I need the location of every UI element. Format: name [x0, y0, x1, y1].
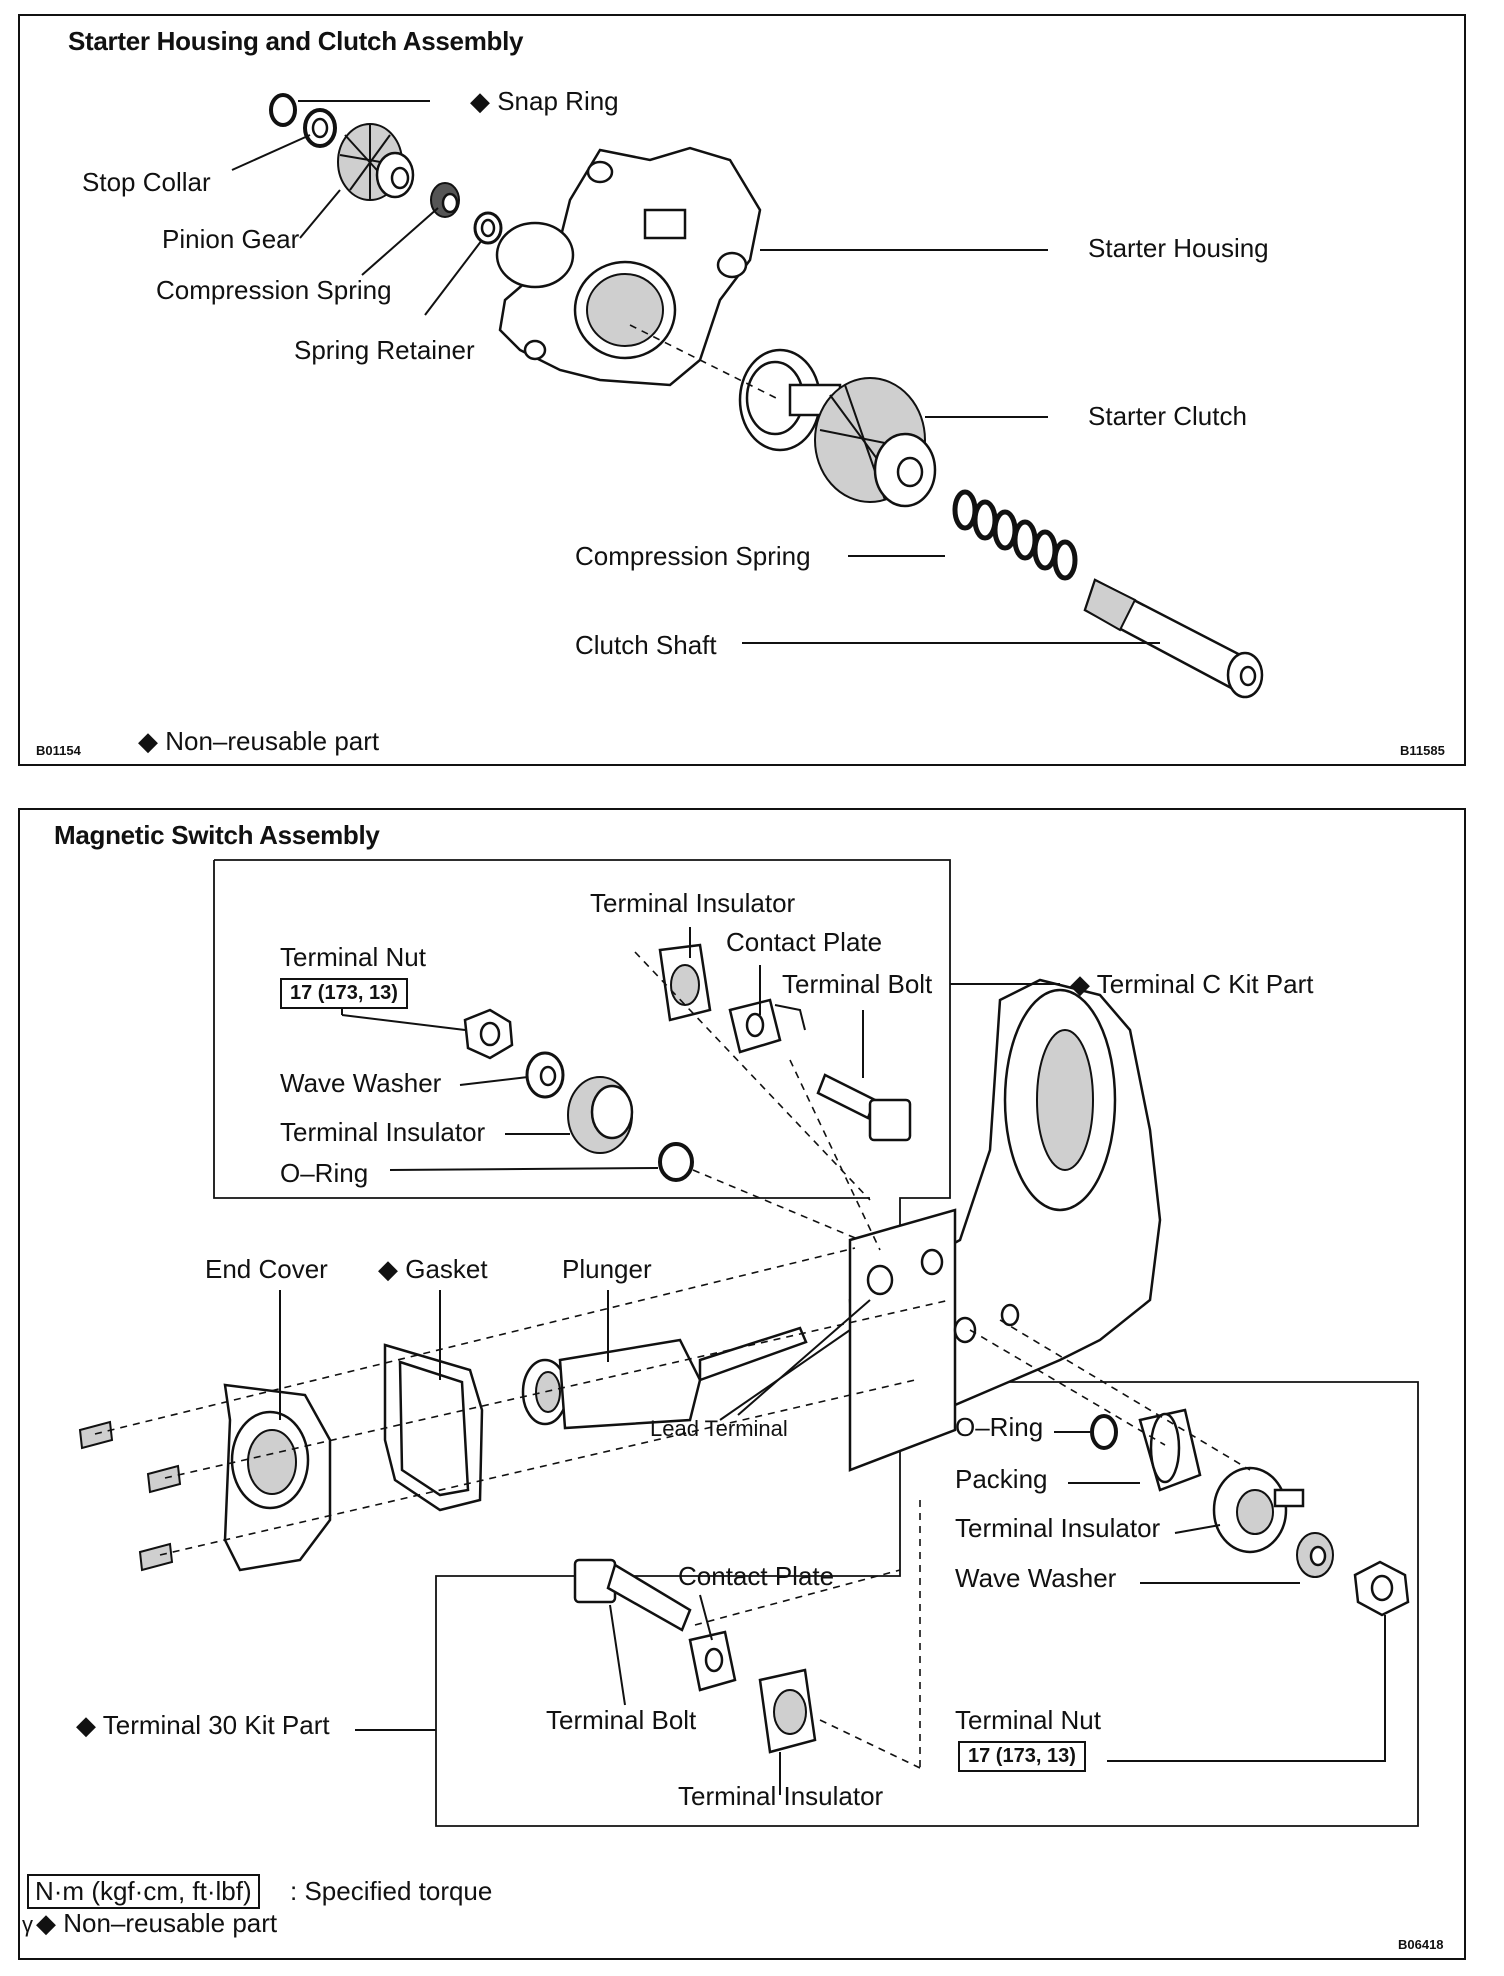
label-terminal-insulator-top: Terminal Insulator — [590, 888, 796, 918]
label-o-ring-right: O–Ring — [955, 1412, 1044, 1442]
label-end-cover: End Cover — [205, 1254, 328, 1284]
label-snap-ring: ◆ Snap Ring — [470, 86, 619, 116]
compression-spring-small-part — [430, 182, 460, 218]
o-ring-top-part — [658, 1142, 694, 1182]
packing-part — [1138, 1408, 1202, 1492]
label-terminal-c-kit: ◆ Terminal C Kit Part — [1070, 969, 1314, 999]
terminal-nut-right-part — [1353, 1560, 1410, 1617]
top-panel-title: Starter Housing and Clutch Assembly — [68, 26, 524, 56]
clutch-shaft-part — [1083, 578, 1264, 699]
end-cover-part — [223, 1383, 332, 1572]
snap-ring-part — [269, 93, 297, 127]
label-wave-washer-top: Wave Washer — [280, 1068, 442, 1098]
stop-collar-part — [303, 108, 337, 148]
terminal-bolt-top-part — [816, 1073, 912, 1142]
terminal-insulator-right-part — [1212, 1466, 1305, 1554]
starter-housing-part — [495, 146, 762, 387]
contact-plate-top-part — [728, 998, 806, 1054]
terminal-insulator-top-part — [658, 943, 712, 1022]
gasket-part — [383, 1343, 484, 1512]
contact-plate-bottom-part — [688, 1630, 737, 1692]
label-terminal-bolt-top: Terminal Bolt — [782, 969, 933, 999]
label-wave-washer-right: Wave Washer — [955, 1563, 1117, 1593]
label-contact-plate-bottom: Contact Plate — [678, 1561, 835, 1591]
footnote-non-reusable-top: ◆ Non–reusable part — [138, 726, 380, 756]
bolts-part — [78, 1420, 182, 1572]
wave-washer-right-part — [1296, 1532, 1334, 1578]
label-terminal-nut-top: Terminal Nut — [280, 942, 426, 972]
label-terminal-insulator-right: Terminal Insulator — [955, 1513, 1161, 1543]
legend-torque-text: : Specified torque — [290, 1876, 493, 1906]
terminal-30-kit-box — [435, 1381, 1419, 1827]
compression-spring-large-part — [952, 489, 1078, 581]
legend-torque-units: N·m (kgf·cm, ft·lbf) — [27, 1874, 260, 1909]
label-stop-collar: Stop Collar — [82, 167, 211, 197]
label-pinion-gear: Pinion Gear — [162, 224, 300, 254]
label-plunger: Plunger — [562, 1254, 652, 1284]
wave-washer-top-part — [525, 1051, 565, 1099]
label-compression-spring-lower: Compression Spring — [575, 541, 811, 571]
label-compression-spring-upper: Compression Spring — [156, 275, 392, 305]
label-packing: Packing — [955, 1464, 1048, 1494]
figure-code-top-right: B11585 — [1400, 743, 1445, 758]
legend-non-reusable: ◆ Non–reusable part — [36, 1908, 278, 1938]
label-starter-clutch: Starter Clutch — [1088, 401, 1247, 431]
label-terminal-nut-bottom: Terminal Nut — [955, 1705, 1101, 1735]
label-spring-retainer: Spring Retainer — [294, 335, 475, 365]
label-terminal-bolt-bottom: Terminal Bolt — [546, 1705, 697, 1735]
label-clutch-shaft: Clutch Shaft — [575, 630, 717, 660]
terminal-insulator-mid-part — [567, 1076, 634, 1154]
label-terminal-insulator-bottom: Terminal Insulator — [678, 1781, 884, 1811]
terminal-nut-top-part — [463, 1008, 514, 1060]
pinion-gear-part — [337, 123, 415, 201]
torque-spec-bottom: 17 (173, 13) — [958, 1741, 1086, 1772]
label-contact-plate-top: Contact Plate — [726, 927, 883, 957]
terminal-insulator-bottom-part — [758, 1668, 817, 1754]
torque-spec-top: 17 (173, 13) — [280, 978, 408, 1009]
bottom-panel-title: Magnetic Switch Assembly — [54, 820, 380, 850]
starter-clutch-part — [738, 348, 937, 508]
label-lead-terminal: Lead Terminal — [650, 1416, 788, 1441]
magnetic-switch-panel — [18, 808, 1466, 1960]
legend-mark: γ — [22, 1912, 33, 1937]
label-terminal-30-kit: ◆ Terminal 30 Kit Part — [76, 1710, 330, 1740]
magnetic-switch-body-part — [848, 978, 1162, 1472]
spring-retainer-part — [473, 211, 503, 245]
figure-code-top-left: B01154 — [36, 743, 81, 758]
figure-code-bottom-right: B06418 — [1398, 1937, 1444, 1952]
terminal-bolt-bottom-part — [573, 1558, 692, 1632]
label-o-ring-top: O–Ring — [280, 1158, 369, 1188]
o-ring-right-part — [1090, 1414, 1118, 1450]
label-gasket: ◆ Gasket — [378, 1254, 488, 1284]
label-starter-housing: Starter Housing — [1088, 233, 1269, 263]
plunger-part — [521, 1326, 808, 1430]
label-terminal-insulator-mid: Terminal Insulator — [280, 1117, 486, 1147]
